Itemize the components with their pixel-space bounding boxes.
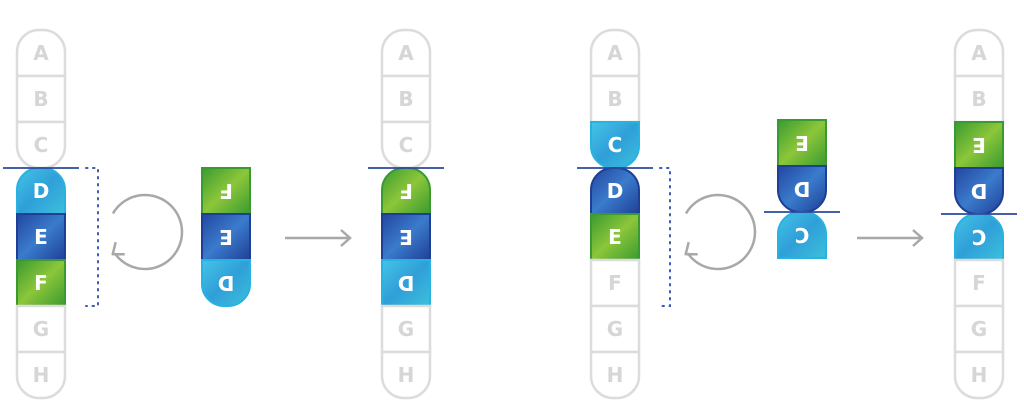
segment-label: E	[972, 133, 986, 157]
segment-label: D	[33, 179, 50, 203]
segment-shape	[15, 350, 67, 400]
inversion-bracket	[659, 167, 671, 307]
segment-f: F	[589, 258, 641, 308]
segment-b: B	[15, 74, 67, 124]
result-arrow-icon	[285, 229, 352, 247]
segment-b: B	[380, 74, 432, 124]
segment-label: E	[608, 225, 622, 249]
segment-label: H	[607, 363, 624, 387]
rotate-arrow-icon	[111, 193, 184, 271]
segment-f: F	[16, 259, 66, 307]
segment-g: G	[15, 304, 67, 354]
segment-shape	[953, 350, 1005, 400]
segment-label: C	[34, 133, 49, 157]
segment-shape	[201, 259, 251, 307]
segment-label: D	[218, 271, 235, 295]
segment-e: E	[777, 119, 827, 167]
segment-label: D	[971, 179, 988, 203]
chromosome-paracentric-inverted-piece: EDC	[764, 119, 840, 259]
segment-h: H	[953, 350, 1005, 400]
segment-h: H	[15, 350, 67, 400]
segment-shape	[589, 350, 641, 400]
segment-label: H	[33, 363, 50, 387]
segment-e: E	[590, 213, 640, 261]
segment-f: F	[381, 167, 431, 215]
segment-label: D	[398, 271, 415, 295]
segment-e: E	[954, 121, 1004, 169]
segment-g: G	[380, 304, 432, 354]
segment-e: E	[201, 213, 251, 261]
segment-label: C	[795, 223, 810, 247]
segment-label: G	[398, 317, 414, 341]
rotate-arrow-icon	[684, 193, 757, 271]
segment-c: C	[15, 120, 67, 170]
segment-label: E	[219, 225, 233, 249]
segment-c: C	[590, 121, 640, 169]
segment-label: F	[608, 271, 622, 295]
chromosome-pericentric-inverted-piece: FED	[201, 167, 251, 307]
segment-label: B	[607, 87, 622, 111]
segment-label: F	[34, 271, 48, 295]
inversion-bracket	[85, 167, 99, 307]
segment-h: H	[589, 350, 641, 400]
segment-label: G	[607, 317, 623, 341]
segment-label: A	[971, 41, 987, 65]
segment-b: B	[953, 74, 1005, 124]
segment-a: A	[15, 28, 67, 78]
segment-d: D	[954, 167, 1004, 215]
segment-label: F	[972, 271, 986, 295]
segment-c: C	[777, 211, 827, 259]
segment-h: H	[380, 350, 432, 400]
segment-shape	[380, 28, 432, 78]
segment-label: E	[795, 131, 809, 155]
segment-label: D	[607, 179, 624, 203]
segment-a: A	[589, 28, 641, 78]
segment-label: F	[219, 179, 233, 203]
segment-g: G	[953, 304, 1005, 354]
segment-a: A	[380, 28, 432, 78]
segment-label: C	[608, 133, 623, 157]
segment-label: C	[972, 225, 987, 249]
segment-label: B	[398, 87, 413, 111]
segment-shape	[15, 28, 67, 78]
segment-c: C	[954, 213, 1004, 261]
segment-d: D	[777, 165, 827, 213]
segment-label: E	[399, 225, 413, 249]
segment-label: C	[399, 133, 414, 157]
segment-label: A	[607, 41, 623, 65]
segment-label: G	[33, 317, 49, 341]
segment-a: A	[953, 28, 1005, 78]
segment-label: B	[33, 87, 48, 111]
segment-label: H	[971, 363, 988, 387]
segment-label: A	[33, 41, 49, 65]
segment-d: D	[16, 167, 66, 215]
segment-shape	[953, 28, 1005, 78]
segment-f: F	[953, 258, 1005, 308]
result-arrow-icon	[857, 229, 924, 247]
segment-e: E	[381, 213, 431, 261]
segment-label: G	[971, 317, 987, 341]
segment-e: E	[16, 213, 66, 261]
segment-label: F	[399, 179, 413, 203]
segment-d: D	[201, 259, 251, 307]
segment-label: B	[971, 87, 986, 111]
segment-g: G	[589, 304, 641, 354]
segment-shape	[380, 350, 432, 400]
segment-label: D	[794, 177, 811, 201]
segment-d: D	[590, 167, 640, 215]
segment-label: E	[34, 225, 48, 249]
segment-d: D	[381, 259, 431, 307]
segment-b: B	[589, 74, 641, 124]
segment-shape	[589, 28, 641, 78]
segment-label: H	[398, 363, 415, 387]
segment-f: F	[201, 167, 251, 215]
segment-c: C	[380, 120, 432, 170]
segment-label: A	[398, 41, 414, 65]
